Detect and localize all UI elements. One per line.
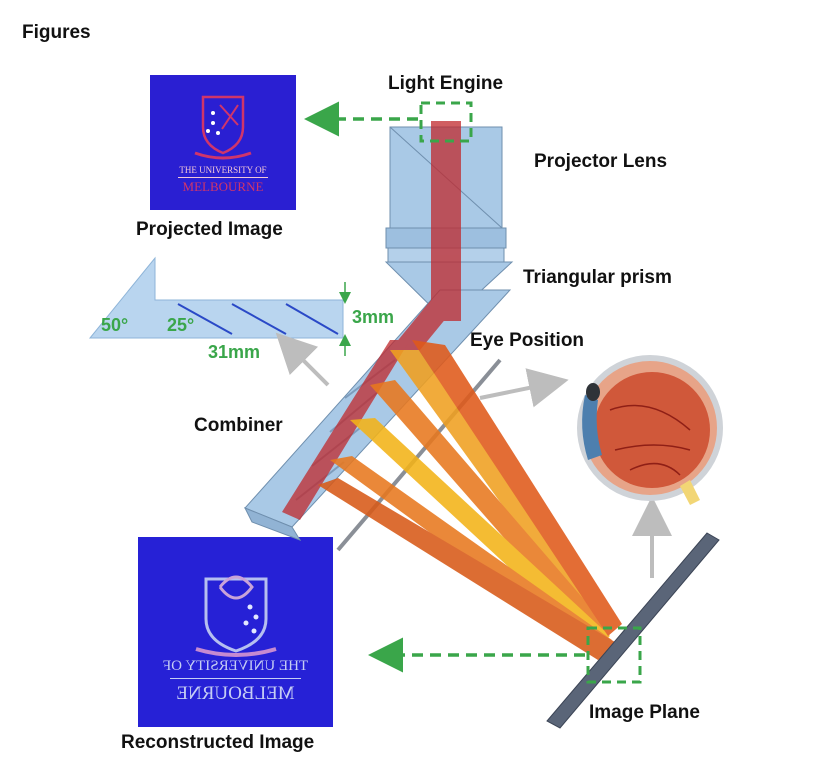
combiner-label: Combiner bbox=[194, 415, 283, 436]
logo-divider bbox=[178, 177, 268, 178]
projected-image-panel: THE UNIVERSITY OF MELBOURNE bbox=[150, 75, 296, 210]
combiner-inset-arrow[interactable] bbox=[275, 332, 330, 387]
eye-icon bbox=[577, 355, 723, 505]
eye-position-arrow[interactable] bbox=[479, 368, 569, 408]
angle-25-label: 25° bbox=[167, 315, 195, 335]
light-engine-label: Light Engine bbox=[388, 73, 504, 94]
image-plane-label: Image Plane bbox=[589, 702, 700, 723]
university-crest-icon bbox=[194, 95, 252, 160]
thickness-label: 3mm bbox=[352, 307, 395, 327]
image-plane-slab bbox=[546, 532, 720, 729]
eye-position-label: Eye Position bbox=[470, 330, 585, 351]
page-title: Figures bbox=[22, 22, 91, 43]
projected-logo-line1: THE UNIVERSITY OF bbox=[179, 165, 267, 175]
length-label: 31mm bbox=[208, 342, 261, 362]
logo-divider bbox=[170, 678, 301, 679]
triangular-prism-label: Triangular prism bbox=[523, 267, 672, 288]
ray-fan bbox=[318, 340, 622, 660]
angle-50-label: 50° bbox=[101, 315, 129, 335]
projected-image-label: Projected Image bbox=[136, 219, 283, 240]
image-plane-box bbox=[586, 626, 642, 684]
light-engine-box bbox=[419, 101, 473, 143]
reconstructed-image-label: Reconstructed Image bbox=[121, 732, 315, 753]
reconstructed-image-panel: THE UNIVERSITY OF MELBOURNE bbox=[138, 537, 333, 727]
projected-logo-line2: MELBOURNE bbox=[182, 179, 264, 194]
university-crest-icon bbox=[195, 575, 277, 657]
projector-lens-label: Projector Lens bbox=[534, 151, 668, 172]
waveguide-inset bbox=[88, 256, 351, 356]
